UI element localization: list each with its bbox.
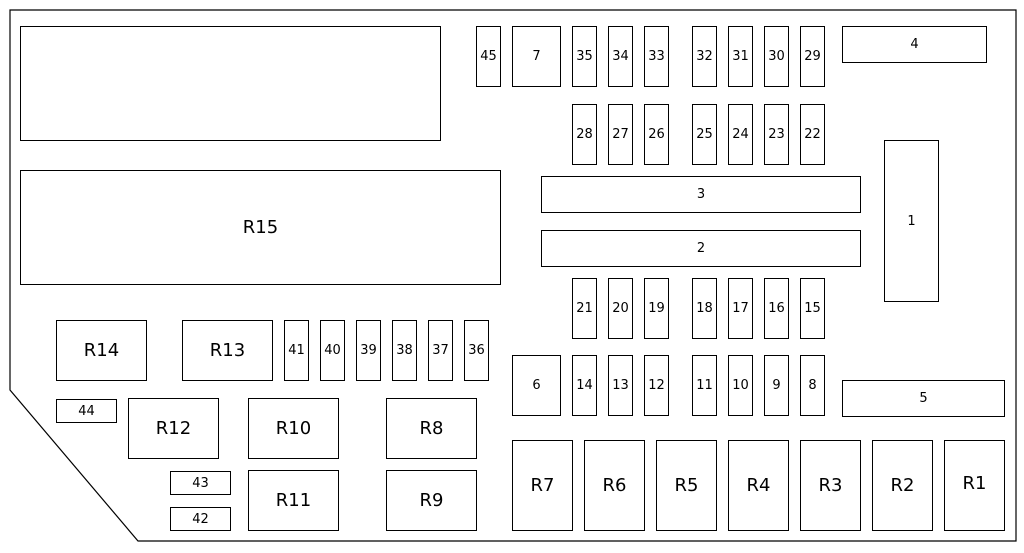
fuse-32: 32 xyxy=(692,26,717,87)
fuse-39: 39 xyxy=(356,320,381,381)
fuse-3: 3 xyxy=(541,176,861,213)
fuse-9: 9 xyxy=(764,355,789,416)
relay-r1: R1 xyxy=(944,440,1005,531)
fuse-42: 42 xyxy=(170,507,231,531)
fuse-6: 6 xyxy=(512,355,561,416)
relay-r8: R8 xyxy=(386,398,477,459)
relay-r6: R6 xyxy=(584,440,645,531)
relay-r4: R4 xyxy=(728,440,789,531)
fuse-7: 7 xyxy=(512,26,561,87)
relay-r7: R7 xyxy=(512,440,573,531)
fuse-10: 10 xyxy=(728,355,753,416)
fuse-33: 33 xyxy=(644,26,669,87)
fuse-27: 27 xyxy=(608,104,633,165)
fuse-14: 14 xyxy=(572,355,597,416)
relay-r3: R3 xyxy=(800,440,861,531)
fuse-21: 21 xyxy=(572,278,597,339)
relay-r10: R10 xyxy=(248,398,339,459)
fuse-38: 38 xyxy=(392,320,417,381)
fuse-26: 26 xyxy=(644,104,669,165)
fuse-24: 24 xyxy=(728,104,753,165)
relay-r5: R5 xyxy=(656,440,717,531)
fuse-2: 2 xyxy=(541,230,861,267)
fuse-25: 25 xyxy=(692,104,717,165)
fuse-35: 35 xyxy=(572,26,597,87)
fuse-30: 30 xyxy=(764,26,789,87)
fuse-18: 18 xyxy=(692,278,717,339)
fuse-41: 41 xyxy=(284,320,309,381)
fuse-37: 37 xyxy=(428,320,453,381)
fuse-23: 23 xyxy=(764,104,789,165)
fuse-4: 4 xyxy=(842,26,987,63)
fuse-5: 5 xyxy=(842,380,1005,417)
fuse-16: 16 xyxy=(764,278,789,339)
fuse-11: 11 xyxy=(692,355,717,416)
fuse-43: 43 xyxy=(170,471,231,495)
fuse-31: 31 xyxy=(728,26,753,87)
relay-r13: R13 xyxy=(182,320,273,381)
empty-block-top xyxy=(20,26,441,141)
fuse-44: 44 xyxy=(56,399,117,423)
fuse-8: 8 xyxy=(800,355,825,416)
fuse-13: 13 xyxy=(608,355,633,416)
fuse-28: 28 xyxy=(572,104,597,165)
relay-r9: R9 xyxy=(386,470,477,531)
fuse-1: 1 xyxy=(884,140,939,302)
relay-r15: R15 xyxy=(20,170,501,285)
fuse-22: 22 xyxy=(800,104,825,165)
fuse-29: 29 xyxy=(800,26,825,87)
fuse-45: 45 xyxy=(476,26,501,87)
relay-r12: R12 xyxy=(128,398,219,459)
fuse-20: 20 xyxy=(608,278,633,339)
relay-r2: R2 xyxy=(872,440,933,531)
fuse-36: 36 xyxy=(464,320,489,381)
fuse-19: 19 xyxy=(644,278,669,339)
relay-r14: R14 xyxy=(56,320,147,381)
relay-r11: R11 xyxy=(248,470,339,531)
fuse-12: 12 xyxy=(644,355,669,416)
fuse-17: 17 xyxy=(728,278,753,339)
fuse-15: 15 xyxy=(800,278,825,339)
fuse-40: 40 xyxy=(320,320,345,381)
fuse-34: 34 xyxy=(608,26,633,87)
